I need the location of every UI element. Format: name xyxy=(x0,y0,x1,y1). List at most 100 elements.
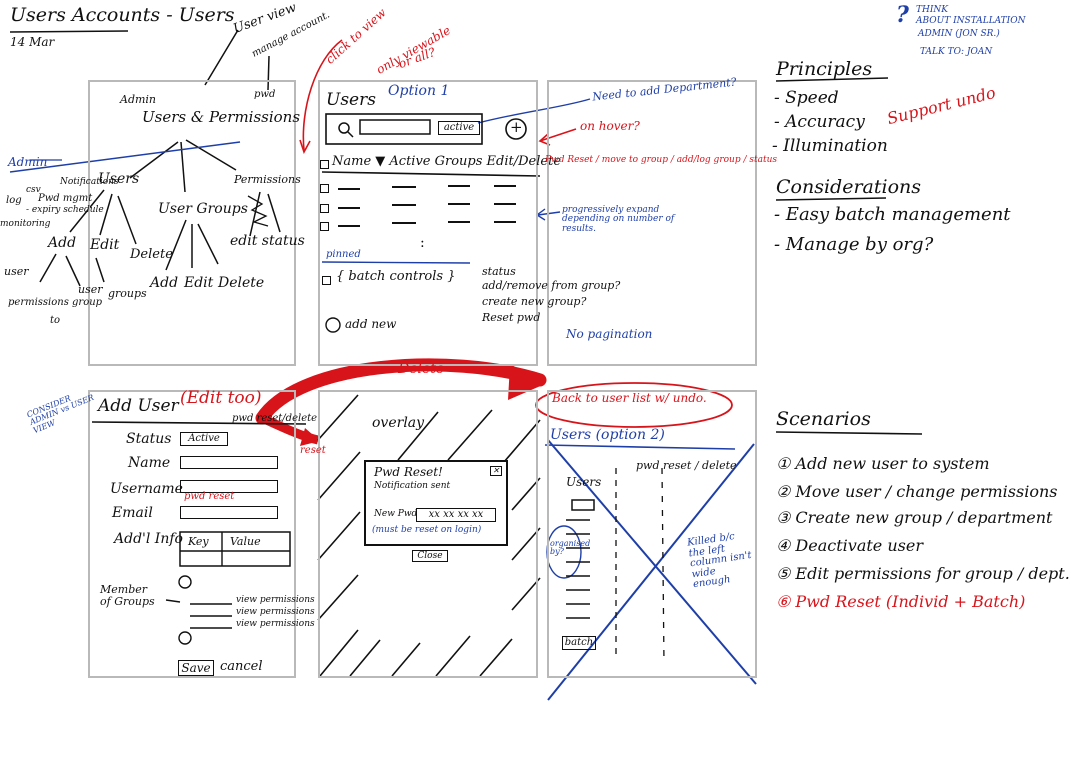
tree-monitoring: monitoring xyxy=(0,219,51,229)
dialog-title: Pwd Reset! xyxy=(374,465,443,479)
overlay-label: overlay xyxy=(372,415,425,431)
scenario-5: ⑤ Edit permissions for group / dept. xyxy=(776,564,1070,583)
principle-accuracy: - Accuracy xyxy=(774,112,865,132)
must-reset-note: (must be reset on login) xyxy=(372,525,482,535)
corner-note-line-3: ADMIN (JON SR.) xyxy=(918,29,1000,39)
cancel-button[interactable]: cancel xyxy=(220,659,263,674)
batch-opt-create-group: create new group? xyxy=(482,295,587,308)
group-permission-3[interactable]: view permissions xyxy=(236,619,315,629)
addl-info-label: Add'l Info xyxy=(114,531,183,547)
tree-admin: Admin xyxy=(120,93,157,106)
value-column: Value xyxy=(230,535,261,548)
tree-delete2: Delete xyxy=(218,275,265,291)
group-permission-2[interactable]: view permissions xyxy=(236,607,315,617)
tree-users: Users xyxy=(98,171,140,187)
pwd-reset-note: pwd reset xyxy=(184,491,235,502)
row-checkbox[interactable] xyxy=(320,222,329,231)
tree-groups: groups xyxy=(108,287,147,300)
frame-users-option1 xyxy=(318,80,538,366)
corner-note-line-4: TALK TO: JOAN xyxy=(920,47,993,57)
username-field[interactable] xyxy=(180,480,278,493)
active-dropdown[interactable]: active xyxy=(438,121,480,135)
consideration-batch: - Easy batch management xyxy=(774,204,1011,225)
tree-edit2: Edit xyxy=(184,275,214,291)
scenario-3: ③ Create new group / department xyxy=(776,508,1053,527)
dialog-notification: Notification sent xyxy=(374,481,451,491)
back-to-list-note: Back to user list w/ undo. xyxy=(552,391,707,405)
name-label: Name xyxy=(128,455,171,471)
tree-notifications: Notifications xyxy=(60,177,119,187)
batch-checkbox[interactable] xyxy=(322,276,331,285)
tree-add: Add xyxy=(48,235,77,251)
tree-user: user xyxy=(4,265,29,278)
save-button[interactable]: Save xyxy=(178,660,214,676)
frame-add-user xyxy=(88,390,296,678)
tree-expiry: - expiry schedule xyxy=(26,205,104,215)
row-checkbox[interactable] xyxy=(320,184,329,193)
new-pwd-label: New Pwd xyxy=(374,509,418,519)
email-label: Email xyxy=(112,505,153,521)
tree-pwd-mgmt: Pwd mgmt xyxy=(38,193,93,204)
tree-permissions: Permissions xyxy=(234,173,301,186)
corner-note-line-2: ABOUT INSTALLATION xyxy=(916,16,1026,26)
key-column: Key xyxy=(188,535,209,548)
pwd-reset-dialog xyxy=(364,460,508,546)
dialog-close-button[interactable]: Close xyxy=(412,550,448,562)
dialog-close-icon[interactable]: ✕ xyxy=(490,466,502,476)
new-pwd-field[interactable]: xx xx xx xx xyxy=(416,508,496,522)
tree-delete: Delete xyxy=(130,247,173,262)
page-title: Users Accounts - Users xyxy=(10,4,235,26)
principle-speed: - Speed xyxy=(774,88,839,108)
consideration-org: - Manage by org? xyxy=(774,234,934,255)
tree-add2: Add xyxy=(150,275,179,291)
option1-table-header: Name ▼ Active Groups Edit/Delete xyxy=(332,154,562,169)
status-label: Status xyxy=(126,431,172,447)
corner-note-line-1: THINK xyxy=(916,5,949,15)
option1-label: Option 1 xyxy=(388,83,450,99)
option2-title: Users (option 2) xyxy=(550,427,665,443)
killed-note: Killed b/c the left column isn't wide en… xyxy=(686,531,753,591)
hover-actions-note: Pwd Reset / move to group / add/log grou… xyxy=(545,155,777,165)
frame-overlay xyxy=(318,390,538,678)
option1-title: Users xyxy=(326,90,376,110)
tree-edit-status: edit status xyxy=(230,233,305,249)
batch-controls[interactable]: { batch controls } xyxy=(336,269,456,284)
tree-edit: Edit xyxy=(90,237,120,253)
no-pagination-note: No pagination xyxy=(566,327,653,341)
pwd-note: pwd xyxy=(254,89,276,100)
option2-users: Users xyxy=(566,475,602,489)
batch-opt-add-remove: add/remove from group? xyxy=(482,279,621,292)
pinned-label: pinned xyxy=(326,249,361,260)
pwd-reset-delete-link[interactable]: pwd reset/delete xyxy=(232,413,318,424)
option2-batch-button[interactable]: batch xyxy=(562,636,596,650)
username-label: Username xyxy=(110,481,183,497)
question-mark-icon: ? xyxy=(896,2,909,28)
frame-users-option2 xyxy=(547,390,757,678)
row-checkbox[interactable] xyxy=(320,204,329,213)
add-user-icon[interactable]: + xyxy=(510,118,523,136)
add-new-link[interactable]: add new xyxy=(345,317,397,331)
reset-note: reset xyxy=(300,445,326,456)
progressive-note: progressively expand depending on number… xyxy=(562,205,675,234)
group-permission-1[interactable]: view permissions xyxy=(236,595,315,605)
tree-user-perm: user xyxy=(78,283,103,296)
frame-users-notes xyxy=(547,80,757,366)
select-all-checkbox[interactable] xyxy=(320,160,329,169)
name-field[interactable] xyxy=(180,456,278,469)
member-of-groups-label: Member of Groups xyxy=(100,583,155,608)
organised-by-note: organised by? xyxy=(550,539,591,557)
option2-pwd-reset: pwd reset / delete xyxy=(636,459,737,472)
email-field[interactable] xyxy=(180,506,278,519)
delete-arrow-label: Delete xyxy=(398,361,445,377)
status-select[interactable]: Active xyxy=(180,432,228,446)
tree-root: Users & Permissions xyxy=(142,108,301,126)
scenario-1: ① Add new user to system xyxy=(776,454,990,473)
list-ellipsis: : xyxy=(420,235,425,251)
scenario-2: ② Move user / change permissions xyxy=(776,482,1058,501)
principle-illumination: - Illumination xyxy=(772,136,888,156)
tree-admin-left: Admin xyxy=(8,155,48,169)
batch-opt-reset-pwd: Reset pwd xyxy=(482,311,541,324)
on-hover-note: on hover? xyxy=(580,119,640,133)
scenarios-heading: Scenarios xyxy=(776,408,871,430)
considerations-heading: Considerations xyxy=(776,176,921,198)
